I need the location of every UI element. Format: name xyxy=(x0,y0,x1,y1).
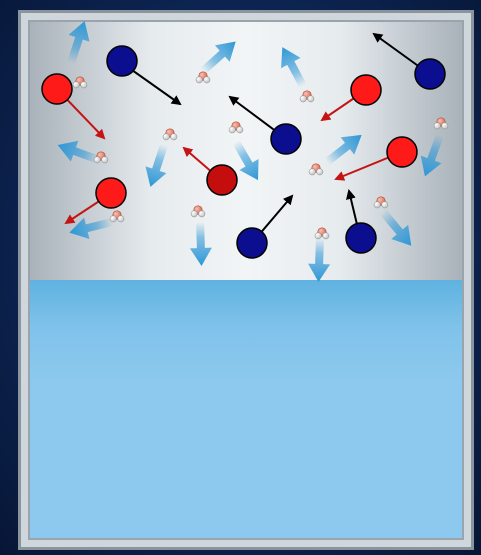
cation xyxy=(41,73,73,105)
water-molecule-icon xyxy=(162,128,178,141)
anion xyxy=(270,123,302,155)
evaporation-arrow xyxy=(307,237,331,283)
evaporation-arrow xyxy=(272,41,313,92)
water-molecule-icon xyxy=(109,210,125,223)
anion xyxy=(414,58,446,90)
water-molecule-icon xyxy=(195,71,211,84)
water-molecule-icon xyxy=(93,151,109,164)
cation xyxy=(350,74,382,106)
beaker-interior xyxy=(28,20,464,540)
cations xyxy=(41,73,418,209)
liquid-water-region xyxy=(30,280,462,538)
anion xyxy=(236,227,268,259)
anions xyxy=(106,45,446,259)
anion xyxy=(106,45,138,77)
water-molecule-icon xyxy=(190,205,206,218)
evaporation-arrow xyxy=(189,221,213,267)
water-molecule-icon xyxy=(228,121,244,134)
cation xyxy=(386,136,418,168)
evaporation-arrow xyxy=(374,204,420,253)
water-molecule-icon xyxy=(373,196,389,209)
evaporation-arrow xyxy=(60,17,96,67)
water-molecule-icon xyxy=(314,227,330,240)
beaker-container xyxy=(18,10,474,550)
water-molecule-icon xyxy=(433,117,449,130)
evaporation-arrow xyxy=(414,131,451,181)
evaporation-arrow xyxy=(66,211,115,244)
anion xyxy=(345,222,377,254)
evaporation-arrow xyxy=(53,134,103,171)
water-molecule-icon xyxy=(308,163,324,176)
evaporation-arrow xyxy=(139,141,175,191)
evaporation-arrow xyxy=(320,126,369,171)
water-molecule-icon xyxy=(299,90,315,103)
cation xyxy=(95,177,127,209)
water-molecule-icon xyxy=(72,76,88,89)
cation xyxy=(206,164,238,196)
